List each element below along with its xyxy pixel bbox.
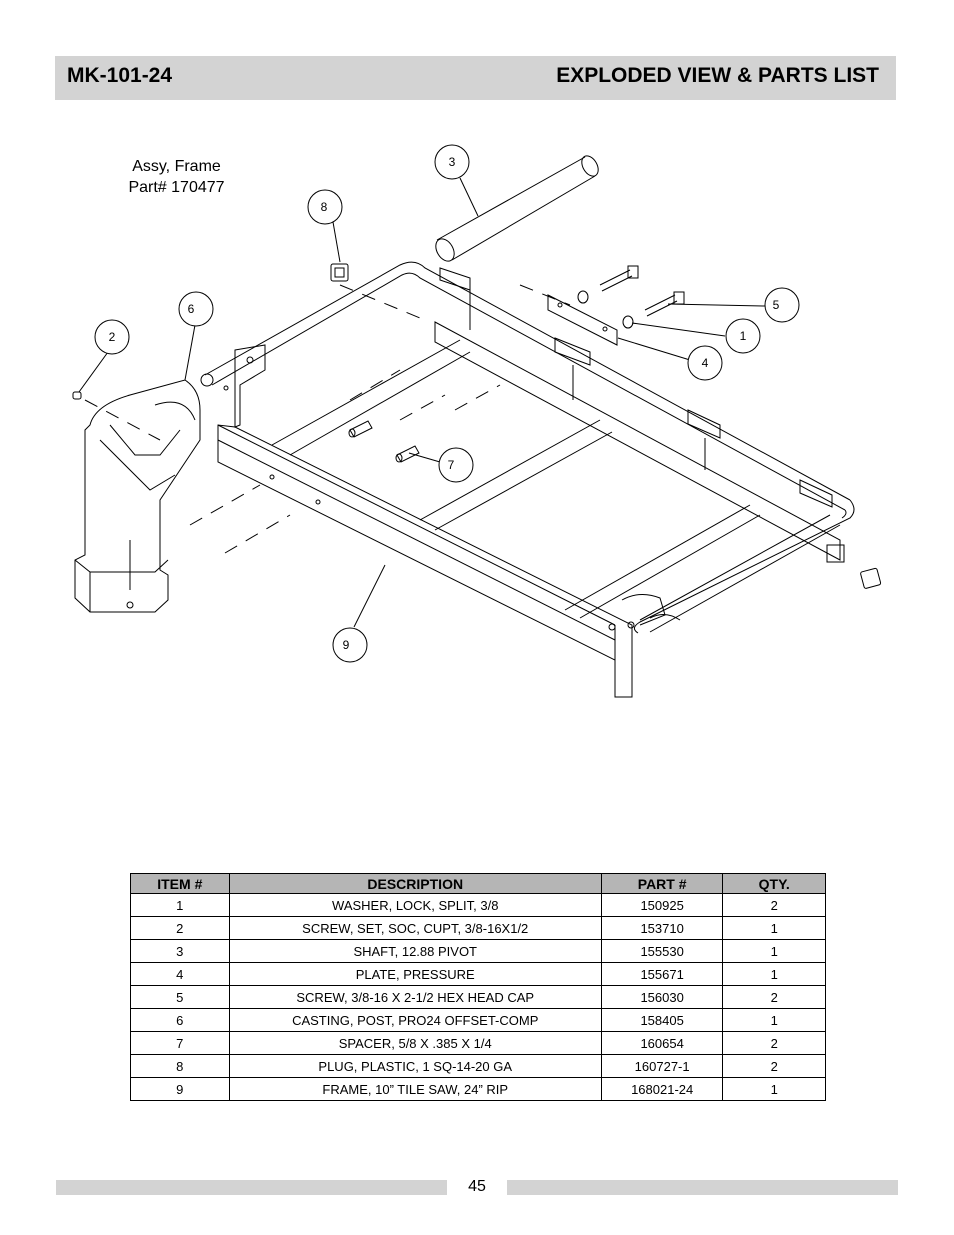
- cell-qty: 1: [722, 916, 826, 940]
- set-screw-part: [72, 391, 82, 400]
- footer-bar-right: [507, 1180, 898, 1195]
- cell-qty: 2: [722, 1054, 826, 1078]
- pressure-plate-part: [547, 294, 618, 346]
- cell-item: 1: [130, 893, 230, 917]
- cell-description: SCREW, 3/8-16 X 2-1/2 HEX HEAD CAP: [228, 985, 602, 1009]
- svg-text:1: 1: [740, 329, 747, 343]
- hex-screw-parts: [599, 265, 685, 317]
- callout-balloon-3: 3: [434, 144, 470, 180]
- footer-bar-left: [56, 1180, 447, 1195]
- cell-item: 9: [130, 1077, 230, 1101]
- cell-qty: 1: [722, 1008, 826, 1032]
- assembly-part-number: Part# 170477: [128, 179, 225, 196]
- page-number: 45: [468, 1178, 486, 1195]
- explode-lines: [84, 284, 571, 554]
- column-header-part: PART #: [600, 873, 724, 894]
- assembly-label: Assy, Frame Part# 170477: [110, 156, 243, 198]
- plug-part-right: [860, 567, 882, 589]
- shaft-part: [435, 155, 599, 262]
- svg-text:2: 2: [109, 330, 116, 344]
- cell-part-number: 156030: [600, 985, 724, 1009]
- svg-text:5: 5: [773, 298, 780, 312]
- cell-item: 5: [130, 985, 230, 1009]
- callout-balloon-8: 8: [307, 189, 343, 225]
- table-header-row: ITEM # DESCRIPTION PART # QTY.: [130, 873, 826, 894]
- exploded-view-drawing: 1 2 3 4 5 6 7 8 9: [72, 144, 882, 698]
- cell-qty: 1: [722, 939, 826, 963]
- column-header-item: ITEM #: [130, 873, 230, 894]
- cell-part-number: 150925: [600, 893, 724, 917]
- cell-description: SPACER, 5/8 X .385 X 1/4: [228, 1031, 602, 1055]
- cell-item: 4: [130, 962, 230, 986]
- callout-balloon-2: 2: [94, 319, 130, 355]
- svg-text:7: 7: [448, 458, 455, 472]
- svg-text:8: 8: [321, 200, 328, 214]
- frame-part: [200, 261, 855, 698]
- cell-description: SHAFT, 12.88 PIVOT: [228, 939, 602, 963]
- cell-qty: 2: [722, 893, 826, 917]
- cell-part-number: 168021-24: [600, 1077, 724, 1101]
- model-number: MK-101-24: [67, 64, 173, 87]
- cell-description: PLATE, PRESSURE: [228, 962, 602, 986]
- cell-part-number: 160654: [600, 1031, 724, 1055]
- cell-qty: 1: [722, 962, 826, 986]
- svg-text:3: 3: [449, 155, 456, 169]
- cell-description: CASTING, POST, PRO24 OFFSET-COMP: [228, 1008, 602, 1032]
- leader-lines: [78, 177, 766, 628]
- cell-item: 6: [130, 1008, 230, 1032]
- cell-part-number: 158405: [600, 1008, 724, 1032]
- spacer-parts: [348, 420, 420, 463]
- cell-description: SCREW, SET, SOC, CUPT, 3/8-16X1/2: [228, 916, 602, 940]
- assembly-name: Assy, Frame: [132, 158, 221, 175]
- cell-item: 7: [130, 1031, 230, 1055]
- casting-post-part: [74, 379, 201, 613]
- cell-part-number: 155530: [600, 939, 724, 963]
- cell-description: PLUG, PLASTIC, 1 SQ-14-20 GA: [228, 1054, 602, 1078]
- page-title: EXPLODED VIEW & PARTS LIST: [556, 64, 879, 87]
- cell-description: FRAME, 10” TILE SAW, 24” RIP: [228, 1077, 602, 1101]
- column-header-qty: QTY.: [722, 873, 826, 894]
- cell-qty: 2: [722, 1031, 826, 1055]
- cell-part-number: 153710: [600, 916, 724, 940]
- callout-balloon-4: 4: [687, 345, 723, 381]
- cell-part-number: 160727-1: [600, 1054, 724, 1078]
- cell-part-number: 155671: [600, 962, 724, 986]
- svg-text:9: 9: [343, 638, 350, 652]
- callout-balloon-1: 1: [725, 318, 761, 354]
- callout-balloon-5: 5: [764, 287, 800, 323]
- svg-text:6: 6: [188, 302, 195, 316]
- cell-item: 2: [130, 916, 230, 940]
- svg-text:4: 4: [702, 356, 709, 370]
- lock-washer-parts: [577, 290, 634, 329]
- cell-item: 3: [130, 939, 230, 963]
- callout-balloon-9: 9: [332, 627, 368, 663]
- cell-item: 8: [130, 1054, 230, 1078]
- callout-balloon-7: 7: [438, 447, 474, 483]
- plug-part-top: [330, 263, 349, 282]
- cell-qty: 2: [722, 985, 826, 1009]
- column-header-description: DESCRIPTION: [228, 873, 602, 894]
- cell-description: WASHER, LOCK, SPLIT, 3/8: [228, 893, 602, 917]
- cell-qty: 1: [722, 1077, 826, 1101]
- header-bar: MK-101-24 EXPLODED VIEW & PARTS LIST: [55, 56, 896, 100]
- callout-balloon-6: 6: [178, 291, 214, 327]
